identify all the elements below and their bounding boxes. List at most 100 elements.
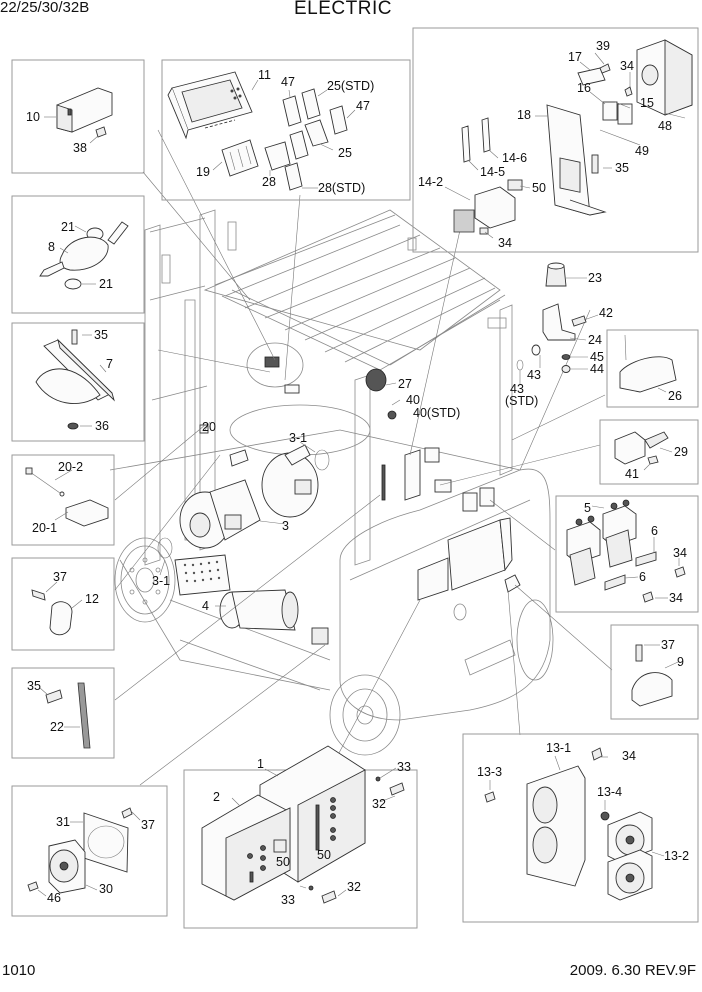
- callout-11: 11: [258, 68, 271, 82]
- callout-4: 4: [202, 599, 209, 613]
- callout-50: 50: [276, 855, 290, 869]
- detail-box-20: 20-2 20-1: [11, 454, 115, 546]
- callout-28: 28: [262, 175, 276, 189]
- detail-box-29: 29 41: [599, 419, 699, 485]
- callout-10: 10: [26, 110, 40, 124]
- callout-5: 5: [584, 501, 591, 515]
- callout-14-5: 14-5: [480, 165, 505, 179]
- detail-box-22: 35 22: [11, 667, 115, 759]
- callout-18: 18: [517, 108, 531, 122]
- callout-25-std: 25(STD): [327, 79, 374, 93]
- callout-35: 35: [94, 328, 108, 342]
- callout-37: 37: [53, 570, 67, 584]
- callout-39: 39: [596, 39, 610, 53]
- callout-28-std: 28(STD): [318, 181, 365, 195]
- callout-27: 27: [398, 377, 412, 391]
- callout-std: (STD): [505, 394, 538, 408]
- callout-44: 44: [590, 362, 604, 376]
- detail-box-9: 37 9: [610, 624, 699, 720]
- detail-box-26: 26: [606, 329, 699, 408]
- forklift-truck-outline: [109, 209, 554, 756]
- callout-43: 43: [527, 368, 541, 382]
- callout-50b: 50: [317, 848, 331, 862]
- callout-45: 45: [590, 350, 604, 364]
- callout-22: 22: [50, 720, 64, 734]
- callout-37: 37: [141, 818, 155, 832]
- callout-47b: 47: [356, 99, 370, 113]
- perforated-plate: [174, 554, 231, 596]
- callout-3-1: 3-1: [289, 431, 307, 445]
- callout-6b: 6: [639, 570, 646, 584]
- callout-40: 40: [406, 393, 420, 407]
- model-number: 22/25/30/32B: [0, 0, 90, 16]
- callout-34: 34: [620, 59, 634, 73]
- callout-33: 33: [397, 760, 411, 774]
- callout-35: 35: [27, 679, 41, 693]
- callout-16: 16: [577, 81, 591, 95]
- callout-14-6: 14-6: [502, 151, 527, 165]
- callout-43-std: 43: [510, 382, 524, 396]
- leader-lines: [114, 129, 613, 786]
- callout-24: 24: [588, 333, 602, 347]
- pump-motor-3: [261, 444, 319, 518]
- callout-3: 3: [282, 519, 289, 533]
- o-ring-3-1b: [157, 537, 173, 559]
- callout-3-1b: 3-1: [152, 574, 170, 588]
- detail-box-7: 35 7 36: [11, 322, 145, 442]
- callout-34b: 34: [669, 591, 683, 605]
- motor-4: [219, 589, 329, 645]
- callout-48: 48: [658, 119, 672, 133]
- detail-box-bracket: 39 17 34 16 15 48 18 49 14-6 14-5 35 14-…: [412, 27, 699, 253]
- detail-box-5: 5 6 34 6 34: [555, 495, 699, 613]
- truck-mounted-parts: [157, 344, 541, 645]
- callout-13-2: 13-2: [664, 849, 689, 863]
- page-title: ELECTRIC: [294, 0, 392, 19]
- callout-49: 49: [635, 144, 649, 158]
- callout-6: 6: [651, 524, 658, 538]
- callout-15: 15: [640, 96, 654, 110]
- work-lamp-27: [365, 368, 387, 392]
- callout-34: 34: [673, 546, 687, 560]
- detail-box-display: 11 47 25(STD) 47 25 19 28 28(STD): [161, 59, 411, 201]
- drive-motor-3: [179, 479, 261, 549]
- detail-box-13: 13-1 34 13-3 13-4 13-2: [462, 733, 699, 923]
- callout-13-3: 13-3: [477, 765, 502, 779]
- callout-40-std: 40(STD): [413, 406, 460, 420]
- callout-19: 19: [196, 165, 210, 179]
- detail-box-controller: 1 33 2 32 50 50 33 32: [183, 745, 418, 929]
- callout-47: 47: [281, 75, 295, 89]
- callout-50: 50: [532, 181, 546, 195]
- detail-box-10: 10 38: [11, 59, 145, 174]
- callout-21: 21: [61, 220, 75, 234]
- callout-20-1: 20-1: [32, 521, 57, 535]
- callout-20: 20: [202, 420, 216, 434]
- callout-25: 25: [338, 146, 352, 160]
- callout-12: 12: [85, 592, 99, 606]
- callout-34: 34: [622, 749, 636, 763]
- page-number: 1010: [2, 962, 36, 979]
- callout-9: 9: [677, 655, 684, 669]
- callout-32: 32: [372, 797, 386, 811]
- callout-13-1: 13-1: [546, 741, 571, 755]
- callout-37: 37: [661, 638, 675, 652]
- callout-34b: 34: [498, 236, 512, 250]
- detail-box-8: 21 8 21: [11, 195, 145, 314]
- callout-8: 8: [48, 240, 55, 254]
- callout-41: 41: [625, 467, 639, 481]
- beacon-group: 23 42 24 45 44: [542, 262, 613, 376]
- callout-1: 1: [257, 757, 264, 771]
- callout-14-2: 14-2: [418, 175, 443, 189]
- revision-date: 2009. 6.30 REV.9F: [569, 962, 696, 979]
- callout-38: 38: [73, 141, 87, 155]
- callout-33b: 33: [281, 893, 295, 907]
- callout-23: 23: [588, 271, 602, 285]
- callout-42: 42: [599, 306, 613, 320]
- callout-2: 2: [213, 790, 220, 804]
- callout-26: 26: [668, 389, 682, 403]
- callout-13-4: 13-4: [597, 785, 622, 799]
- callout-21b: 21: [99, 277, 113, 291]
- o-ring-3-1: [314, 449, 330, 471]
- callout-31: 31: [56, 815, 70, 829]
- truck-callouts: 27 40 40(STD) 43 43 (STD) 20 3-1 3 3-1 4: [152, 355, 541, 613]
